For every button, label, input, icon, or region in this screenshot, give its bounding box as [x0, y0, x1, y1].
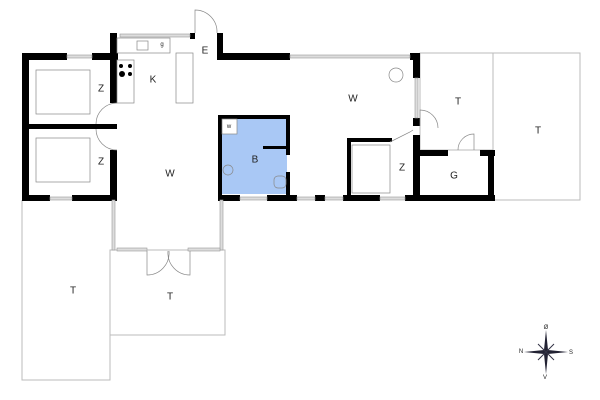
compass-label-bottom: V	[542, 375, 548, 381]
room-label-terrace: T	[534, 125, 542, 137]
room-label-bedroom: Z	[97, 156, 105, 168]
windows	[49, 33, 419, 252]
compass-label-top: Ø	[543, 325, 549, 331]
fridge-label: g	[160, 42, 164, 48]
room-label-living: W	[348, 93, 358, 105]
room-label-kitchen: K	[149, 74, 157, 86]
walls	[22, 33, 495, 201]
room-label-terrace: T	[166, 291, 174, 303]
room-label-shed: G	[450, 170, 458, 182]
stove-icon	[119, 64, 132, 77]
room-label-terrace: T	[69, 285, 77, 297]
room-label-bedroom: Z	[398, 162, 406, 174]
outdoor-areas	[21, 52, 581, 381]
room-label-entrance: E	[201, 45, 209, 57]
room-label-terrace: T	[454, 96, 462, 108]
compass-label-right: S	[568, 350, 574, 356]
room-label-living: W	[165, 168, 175, 180]
compass-label-left: N	[518, 349, 524, 355]
compass-rose-icon	[524, 330, 568, 374]
room-label-bathroom: B	[251, 154, 259, 166]
washer-label: w	[226, 124, 232, 130]
doors-and-fixtures	[35, 9, 475, 276]
room-label-bedroom: Z	[97, 83, 105, 95]
